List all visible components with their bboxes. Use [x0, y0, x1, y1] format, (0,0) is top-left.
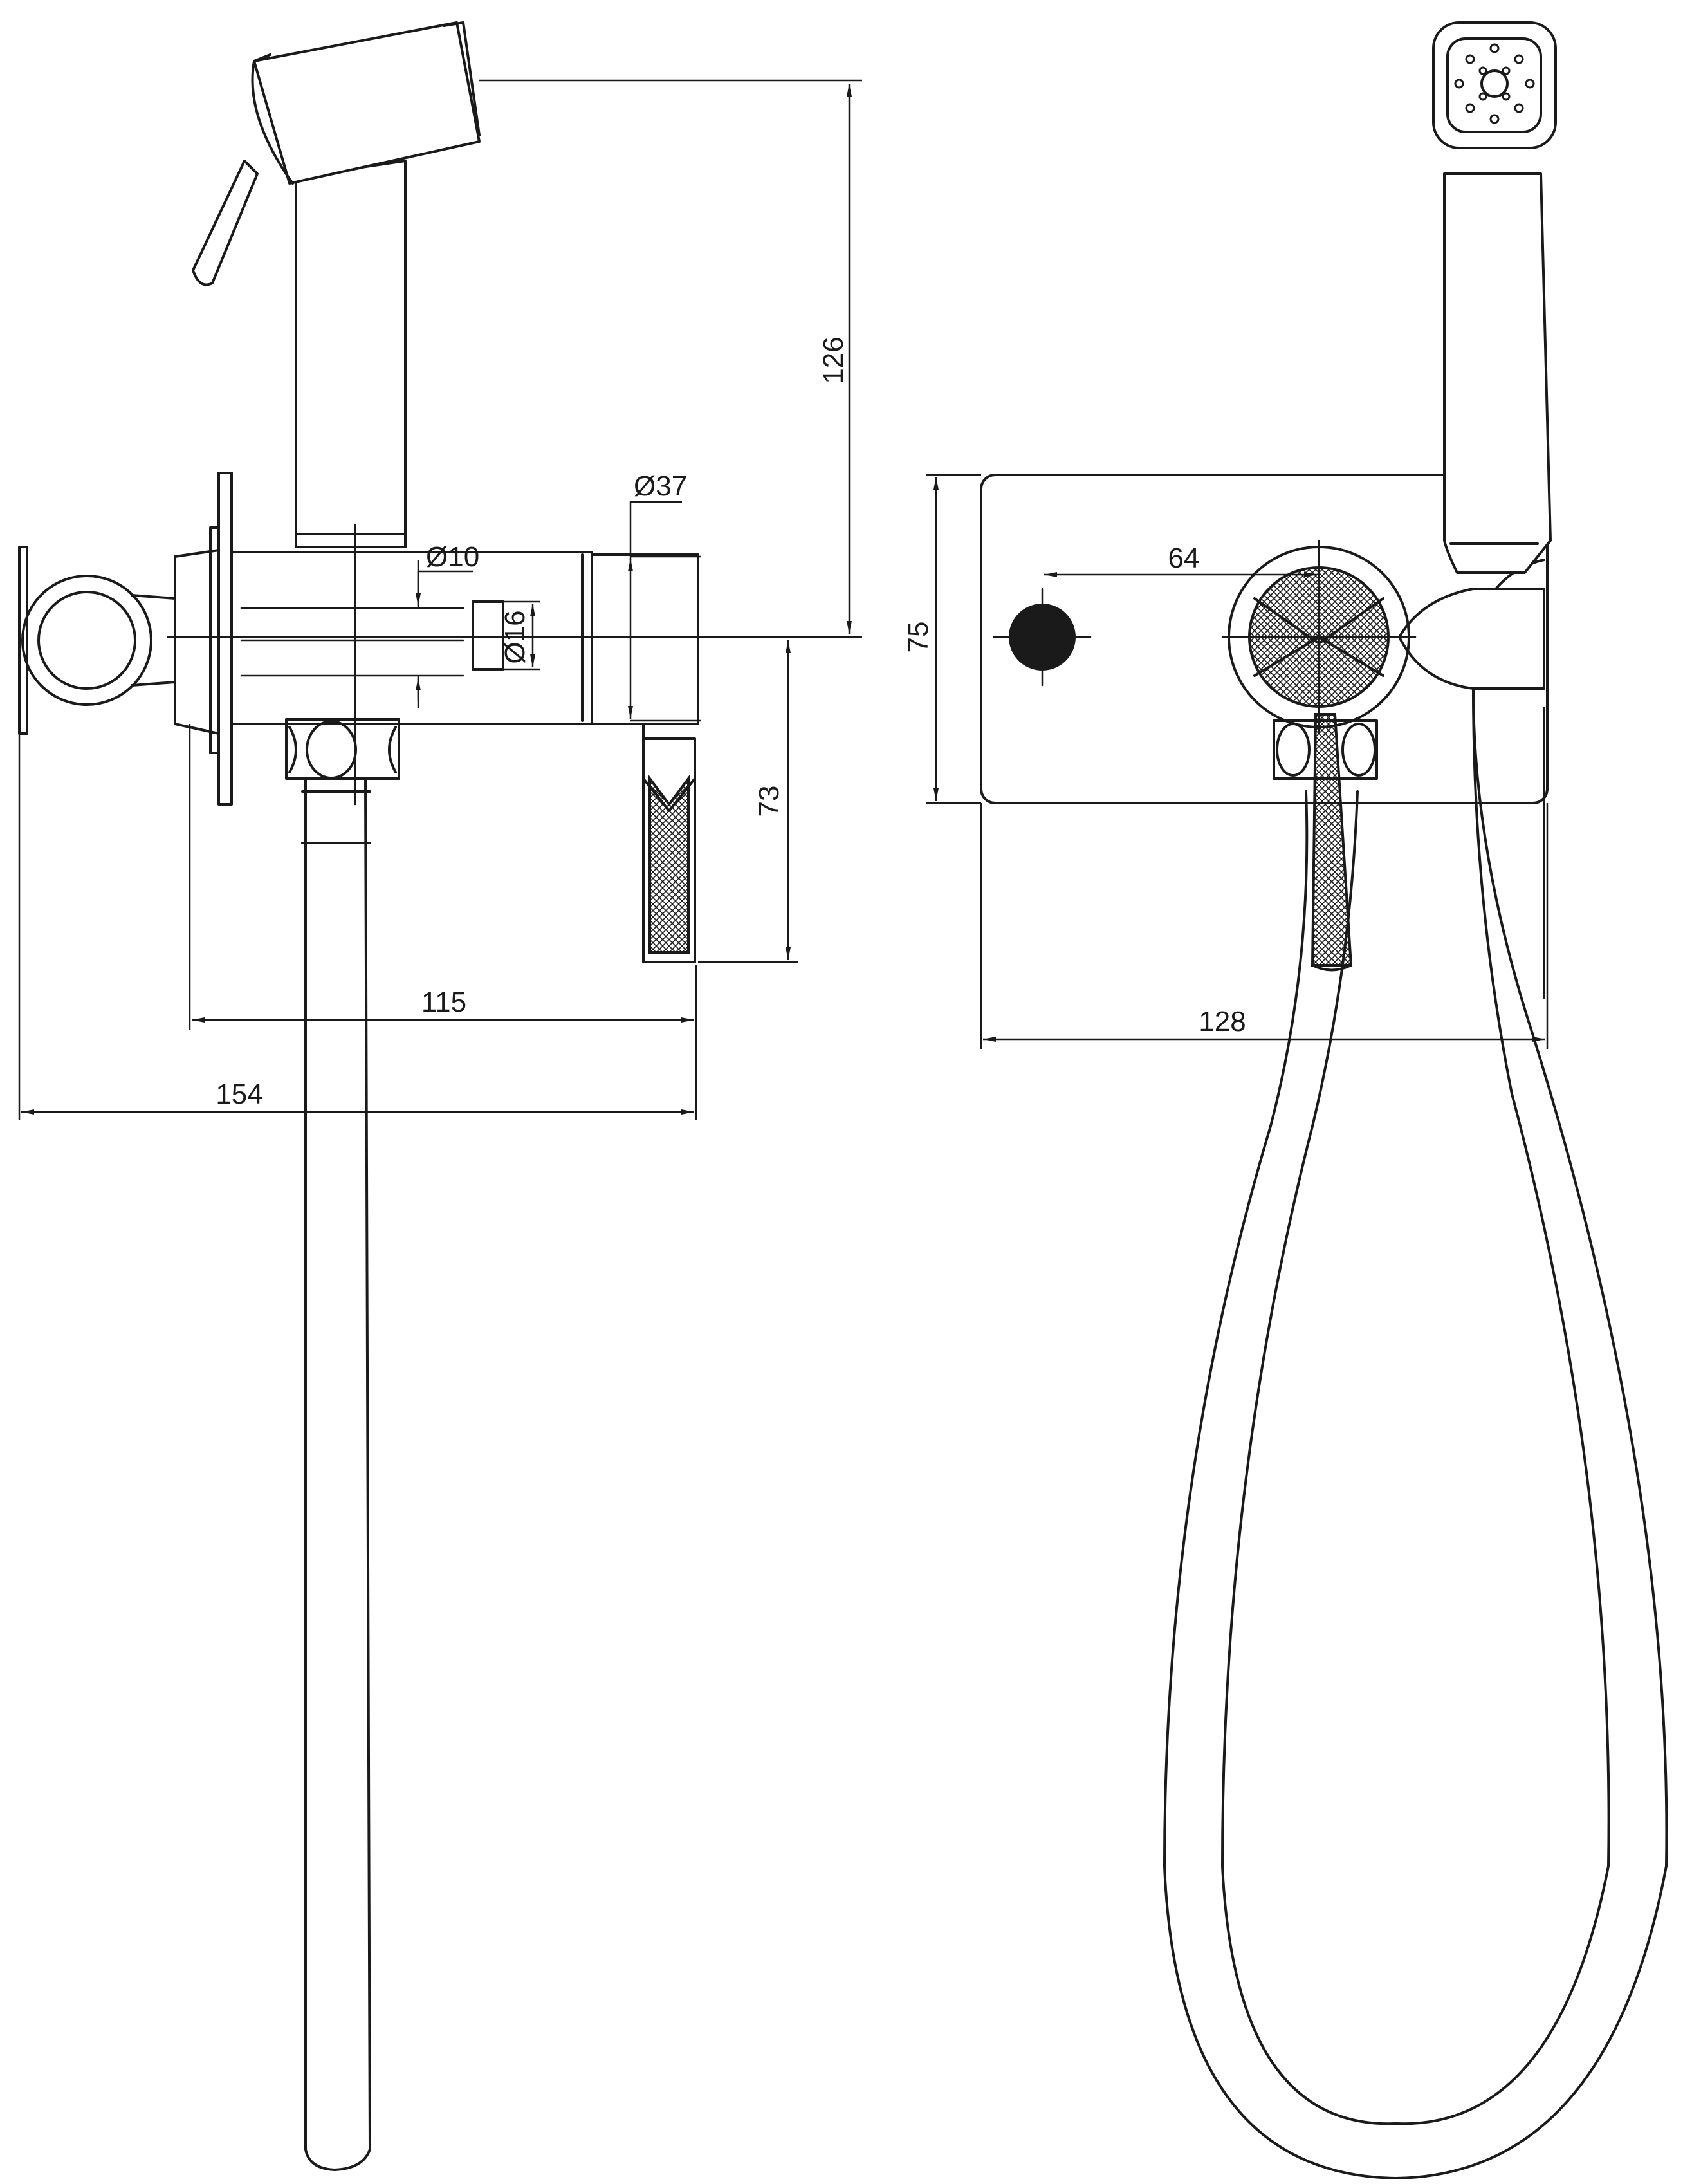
wall-plate: [18, 546, 28, 735]
dim-154: 154: [216, 1078, 262, 1110]
front-wall-plate: [980, 474, 1549, 804]
dim-010: Ø10: [426, 541, 479, 573]
dim-037: Ø37: [634, 470, 687, 502]
trigger-lever: [192, 160, 259, 286]
front-dimensions: 75 64 128: [903, 474, 1549, 1049]
handle-knurl: [648, 775, 690, 954]
front-handset: [1432, 21, 1557, 574]
hose-holder: [21, 575, 176, 706]
holder-bracket: [1398, 588, 1545, 690]
spray-head: [1432, 21, 1557, 149]
escutcheon-flange: [174, 549, 220, 735]
handle-lever: [642, 723, 696, 963]
front-view: [980, 21, 1668, 2179]
side-dimensions: 126 Ø37 Ø10 Ø16 73 115 154: [18, 79, 862, 1120]
dim-115: 115: [421, 986, 466, 1018]
dim-128: 128: [1199, 1006, 1246, 1037]
dim-016: Ø16: [499, 610, 531, 663]
side-view: [18, 21, 699, 2171]
dim-064: 64: [1168, 542, 1200, 574]
spray-nozzles: [1454, 43, 1535, 124]
dim-073: 73: [753, 786, 785, 817]
front-lever: [1273, 713, 1378, 972]
handset: [192, 21, 481, 548]
dim-126: 126: [818, 337, 849, 384]
front-hose: [1163, 687, 1668, 2179]
mixer-body: [230, 551, 593, 725]
hose-nut: [285, 718, 400, 780]
dim-075: 75: [903, 622, 934, 653]
hose: [304, 777, 371, 2171]
